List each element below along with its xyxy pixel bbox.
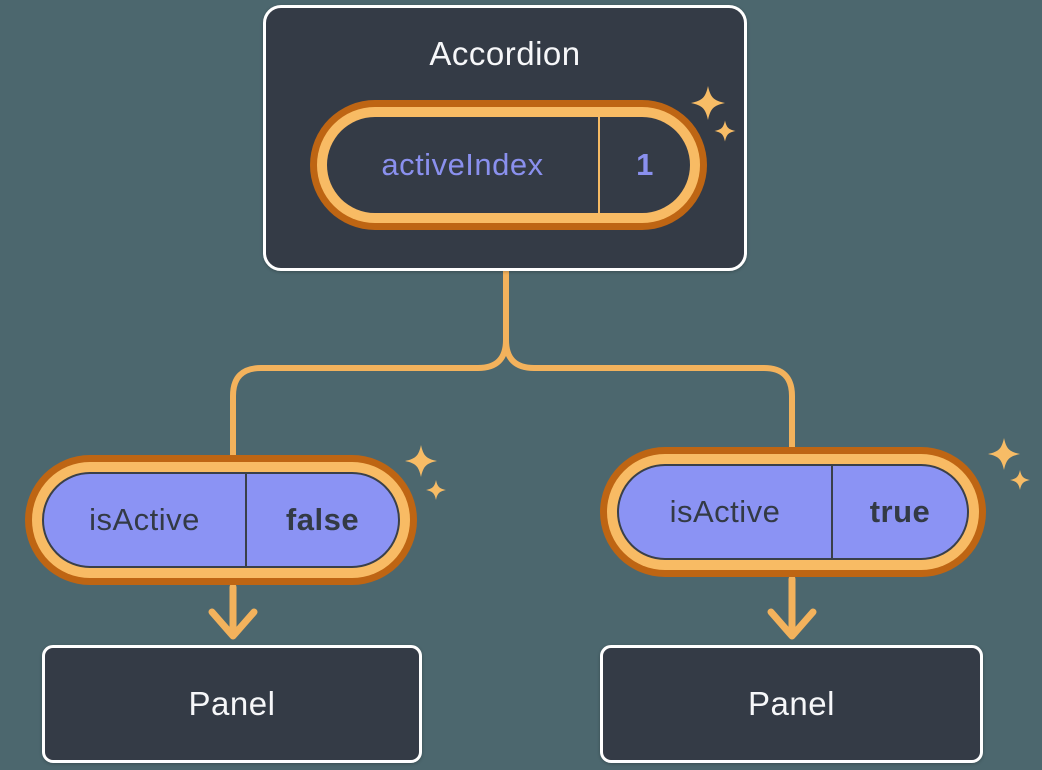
state-pill-body: activeIndex 1 xyxy=(327,117,690,213)
state-name-label: activeIndex xyxy=(381,147,544,182)
state-value-label: 1 xyxy=(636,147,654,182)
arrow-right-head-icon xyxy=(767,608,817,640)
prop-pill-inner-ring: isActive true xyxy=(607,454,979,570)
prop-pill-divider xyxy=(245,474,247,566)
sparkle-icon xyxy=(426,480,446,500)
arrow-left-head-icon xyxy=(208,608,258,640)
prop-pill-inner-ring: isActive false xyxy=(32,462,410,578)
connector-left-branch xyxy=(230,268,509,459)
prop-name-label: isActive xyxy=(669,494,781,529)
panel-node-title: Panel xyxy=(748,685,835,722)
sparkle-icon xyxy=(405,445,437,477)
panel-node-left: Panel xyxy=(42,645,422,763)
active-index-state-pill: activeIndex 1 xyxy=(310,100,707,230)
prop-pill-body: isActive true xyxy=(617,464,969,560)
prop-value-label: false xyxy=(285,502,360,537)
is-active-false-pill: isActive false xyxy=(25,455,417,585)
state-pill-divider xyxy=(598,117,600,213)
accordion-node-title: Accordion xyxy=(429,35,581,72)
sparkle-icon xyxy=(1010,470,1030,490)
prop-pill-body: isActive false xyxy=(42,472,400,568)
panel-node-title: Panel xyxy=(188,685,276,722)
prop-name-label: isActive xyxy=(89,502,200,537)
prop-pill-divider xyxy=(831,466,833,558)
is-active-true-pill: isActive true xyxy=(600,447,986,577)
state-pill-inner-ring: activeIndex 1 xyxy=(317,107,700,223)
panel-node-right: Panel xyxy=(600,645,983,763)
sparkle-icon xyxy=(988,438,1020,470)
connector-right-branch xyxy=(503,268,795,452)
prop-value-label: true xyxy=(869,494,931,529)
